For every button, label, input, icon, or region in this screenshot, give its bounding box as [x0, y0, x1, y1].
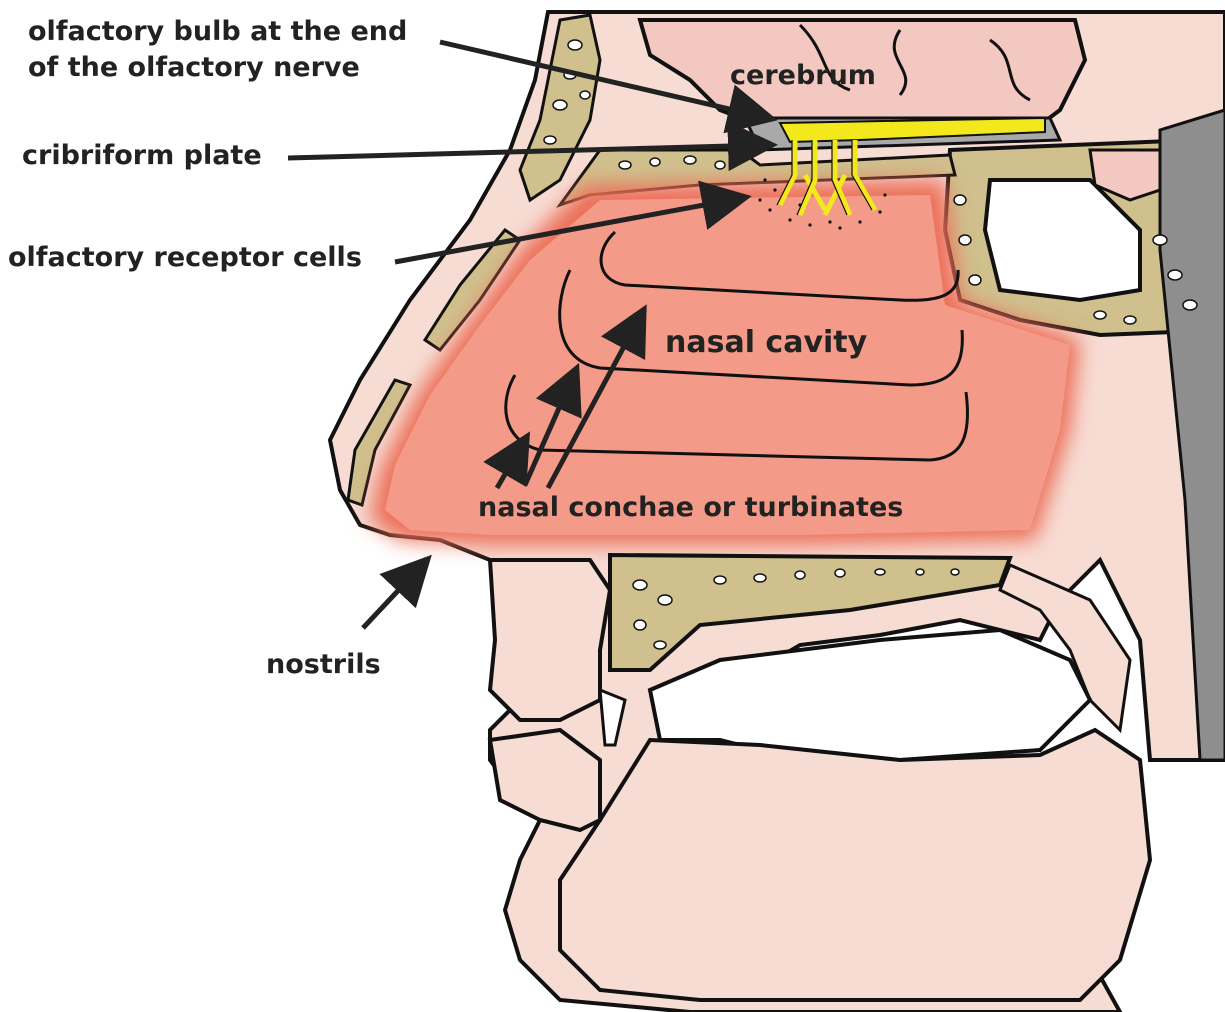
label-olfactory-bulb-line2: of the olfactory nerve: [28, 52, 360, 83]
label-nostrils: nostrils: [266, 649, 381, 680]
label-olfactory-receptor-cells: olfactory receptor cells: [8, 242, 362, 273]
label-nasal-cavity: nasal cavity: [665, 325, 868, 360]
tongue: [560, 730, 1150, 1000]
label-cerebrum: cerebrum: [730, 60, 876, 91]
label-nasal-conchae: nasal conchae or turbinates: [478, 492, 903, 523]
arrow-nostrils: [363, 562, 425, 628]
upper-lip: [490, 560, 610, 720]
label-olfactory-bulb-line1: olfactory bulb at the end: [28, 16, 407, 47]
label-cribriform-plate: cribriform plate: [22, 140, 262, 171]
